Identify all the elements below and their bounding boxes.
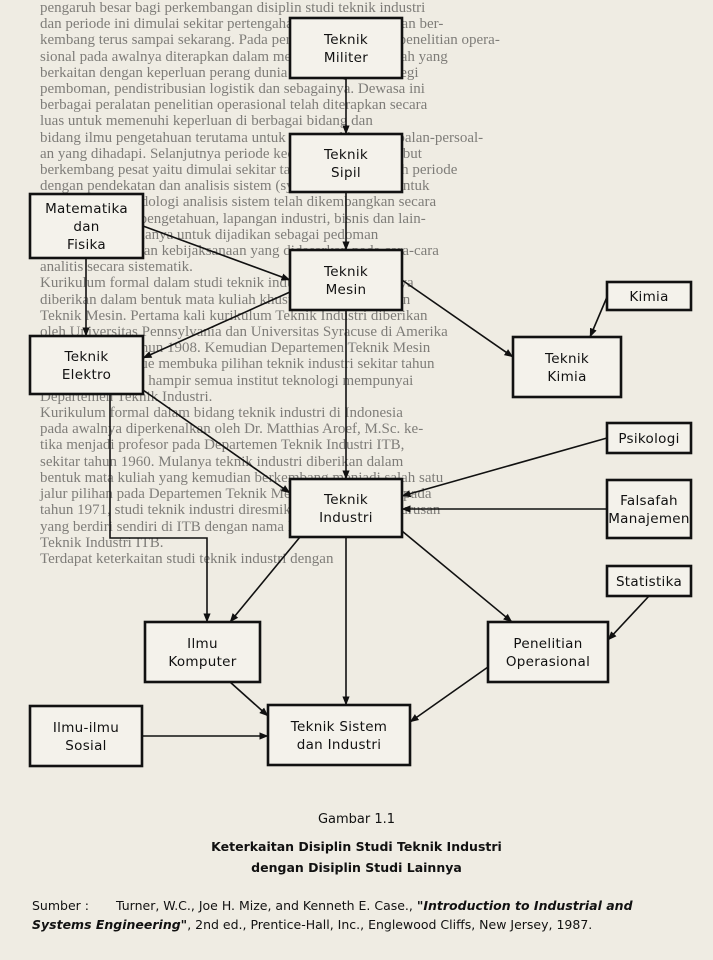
node-box: [605, 280, 693, 312]
arrow-statistika-to-penelitian-operasional: [607, 595, 650, 641]
node-label: Fisika: [67, 237, 106, 253]
arrow-teknik-industri-to-penelitian-operasional: [401, 530, 513, 623]
node-label: Manajemen: [608, 511, 690, 527]
node-label: Ilmu-ilmu: [53, 720, 119, 736]
diagram-edges: [82, 78, 650, 740]
node-statistika: Statistika: [605, 564, 693, 598]
node-label: Penelitian: [513, 636, 582, 652]
node-label: Industri: [319, 510, 373, 526]
node-label: Kimia: [547, 369, 586, 385]
node-box: [605, 421, 693, 455]
arrow-matematika-fisika-to-teknik-mesin: [142, 225, 291, 281]
node-label: Teknik: [323, 492, 368, 508]
arrow-teknik-mesin-to-teknik-elektro: [142, 291, 291, 359]
arrow-ilmu-komputer-to-teknik-sistem-industri: [229, 681, 269, 717]
figure-title: Keterkaitan Disiplin Studi Teknik Indust…: [0, 836, 713, 878]
node-label: dan: [73, 219, 99, 235]
node-label: Kimia: [629, 289, 668, 305]
background-text-line: analitis secara sistematik.: [40, 259, 193, 276]
node-label: Teknik Sistem: [290, 719, 388, 735]
node-label: Militer: [324, 50, 368, 66]
node-label: Teknik: [544, 351, 589, 367]
node-box: [288, 132, 404, 194]
node-label: Elektro: [62, 367, 111, 383]
node-label: Statistika: [616, 574, 682, 590]
node-box: [266, 703, 412, 767]
node-box: [288, 248, 404, 312]
source-authors: Turner, W.C., Joe H. Mize, and Kenneth E…: [116, 898, 413, 913]
arrow-teknik-elektro-to-ilmu-komputer: [109, 394, 211, 623]
background-text-line: Kurikulum formal dalam bidang teknik ind…: [40, 405, 403, 422]
node-teknik-sistem-industri: Teknik Sistem dan Industri: [266, 703, 412, 767]
arrow-teknik-mesin-to-teknik-kimia: [401, 279, 514, 358]
node-box: [605, 564, 693, 598]
node-box: [28, 334, 145, 396]
node-psikologi: Psikologi: [605, 421, 693, 455]
source-title: "Introduction to Industrial and Systems …: [32, 898, 633, 932]
background-text-line: yang berdiri sendiri di ITB dengan nama …: [40, 518, 362, 535]
background-text-line: berbagai peralatan penelitian operasiona…: [40, 97, 428, 114]
node-box: [511, 335, 623, 399]
arrow-teknik-elektro-to-teknik-industri: [142, 389, 291, 494]
source-publication: , 2nd ed., Prentice-Hall, Inc., Englewoo…: [187, 917, 593, 932]
source-label: Sumber :: [32, 898, 89, 913]
node-label: dan Industri: [297, 737, 382, 753]
node-label: Psikologi: [618, 431, 679, 447]
discipline-relationship-diagram: TeknikMiliterTeknikSipilMatematikadanFis…: [28, 16, 693, 768]
background-text-line: pemboman, pendistribusian logistik dan s…: [40, 81, 425, 98]
node-box: [605, 478, 693, 540]
node-label: Sipil: [331, 165, 361, 181]
node-box: [288, 477, 404, 539]
node-box: [486, 620, 610, 684]
node-box: [28, 704, 144, 768]
background-text-line: Terdapat keterkaitan studi teknik indust…: [40, 550, 334, 567]
arrow-penelitian-operasional-to-teknik-sistem-industri: [409, 666, 489, 723]
node-label: Teknik: [323, 264, 368, 280]
node-label: Falsafah: [620, 493, 678, 509]
background-text-line: sekitar tahun 1960. Mulanya teknik indus…: [40, 453, 404, 470]
node-label: Sosial: [65, 738, 106, 754]
arrow-psikologi-to-teknik-industri: [401, 437, 608, 498]
background-text-line: pada awalnya diperkenalkan oleh Dr. Matt…: [40, 421, 424, 438]
node-label: Teknik: [63, 349, 108, 365]
background-text-line: Teknik Mesin. Pertama kali kurikulum Tek…: [40, 307, 428, 324]
figure-title-line-2: dengan Disiplin Studi Lainnya: [251, 860, 462, 875]
node-box: [143, 620, 262, 684]
node-box: [288, 16, 404, 80]
source-citation: Sumber : Turner, W.C., Joe H. Mize, and K…: [32, 896, 692, 934]
figure-number: Gambar 1.1: [317, 812, 396, 827]
node-label: Operasional: [506, 654, 590, 670]
node-label: Teknik: [323, 32, 368, 48]
node-label: Komputer: [168, 654, 236, 670]
arrow-kimia-to-teknik-kimia: [589, 296, 608, 338]
diagram-nodes: TeknikMiliterTeknikSipilMatematikadanFis…: [28, 16, 693, 768]
node-box: [28, 192, 145, 260]
node-label: Mesin: [326, 282, 367, 298]
node-kimia: Kimia: [605, 280, 693, 312]
background-text-line: pengaruh besar bagi perkembangan disipli…: [40, 0, 426, 16]
node-label: Matematika: [45, 201, 128, 217]
background-text-line: luas untuk memenuhi keperluan di berbaga…: [40, 113, 373, 130]
node-label: Teknik: [323, 147, 368, 163]
figure-title-line-1: Keterkaitan Disiplin Studi Teknik Indust…: [211, 839, 502, 854]
arrow-teknik-industri-to-ilmu-komputer: [229, 536, 301, 623]
node-label: Ilmu: [187, 636, 218, 652]
